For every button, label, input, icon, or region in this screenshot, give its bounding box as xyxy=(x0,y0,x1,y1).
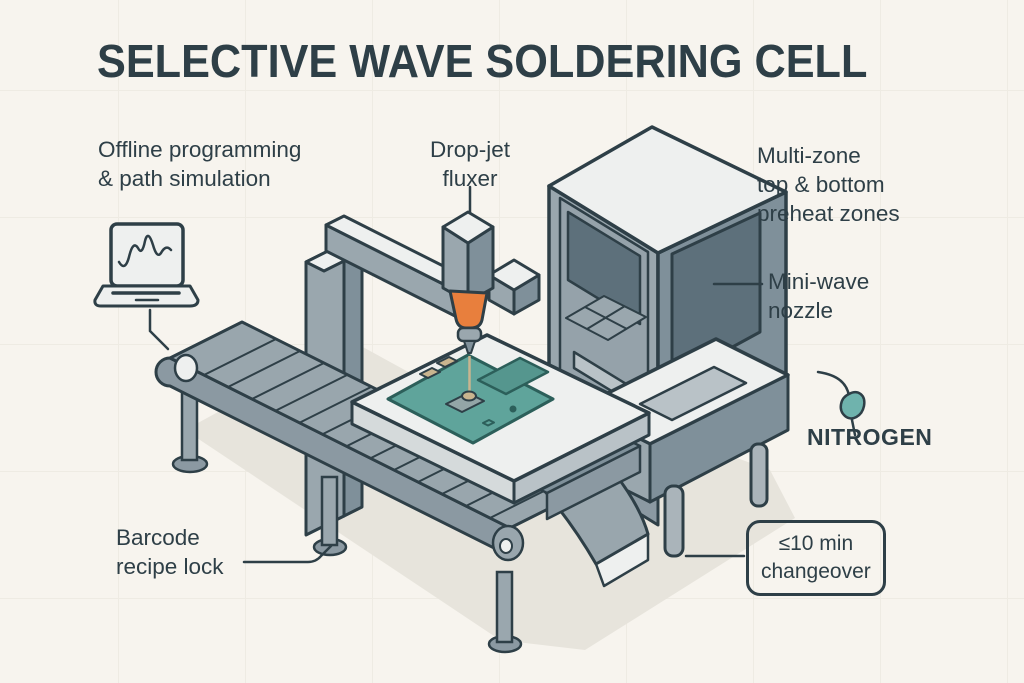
pcb-dot xyxy=(509,405,517,413)
label-line: & path simulation xyxy=(98,166,271,191)
belt-roller-right xyxy=(499,538,513,554)
label-drop-jet-fluxer: Drop-jet fluxer xyxy=(400,135,540,193)
label-line: Offline programming xyxy=(98,137,302,162)
table-leg-front xyxy=(663,484,685,558)
beam-side-box xyxy=(487,258,541,316)
label-line: Mini-wave xyxy=(768,269,870,294)
nitrogen-droplet-tail xyxy=(850,418,857,437)
flux-dot xyxy=(461,390,477,402)
nitrogen-droplet-icon xyxy=(816,370,866,437)
conveyor-leg-end xyxy=(487,570,523,654)
label-line: nozzle xyxy=(768,298,834,323)
laptop-base xyxy=(93,284,200,308)
leader-laptop xyxy=(148,308,170,351)
label-line: Multi-zone xyxy=(757,143,861,168)
preheat-grid-lines xyxy=(584,305,628,330)
pcb-component-tan-2 xyxy=(436,356,458,368)
drop-jet-fluxer-head xyxy=(441,210,495,402)
leader-barcode xyxy=(242,544,333,564)
laptop-waveform-icon xyxy=(93,222,200,308)
label-line: preheat zones xyxy=(757,201,900,226)
label-mini-wave-nozzle: Mini-wave nozzle xyxy=(768,267,869,325)
fluxer-orange-cone xyxy=(448,289,489,330)
changeover-badge: ≤10 min changeover xyxy=(746,520,886,596)
label-line: changeover xyxy=(761,560,871,583)
belt-roller-left xyxy=(173,353,199,383)
mini-wave-window xyxy=(670,211,762,382)
label-line: top & bottom xyxy=(757,172,885,197)
label-line: fluxer xyxy=(442,166,498,191)
table-leg-right xyxy=(749,442,769,508)
label-line: ≤10 min xyxy=(778,532,854,555)
laptop-waveform xyxy=(117,234,173,268)
label-nitrogen: NITROGEN xyxy=(807,424,933,450)
pcb-tiny-pad xyxy=(482,419,495,427)
nitrogen-feed-curve xyxy=(816,370,851,398)
pcb-outline-region xyxy=(476,356,550,396)
page-title: SELECTIVE WAVE SOLDERING CELL xyxy=(97,35,868,87)
belt-front-face xyxy=(154,356,512,558)
label-line: Drop-jet xyxy=(429,137,511,162)
pcb-component-tan-1 xyxy=(419,367,441,379)
table-right-face xyxy=(648,373,790,504)
left-window xyxy=(566,210,642,326)
nitrogen-droplet xyxy=(839,390,866,420)
label-line: recipe lock xyxy=(116,554,224,579)
enclosure-top-face xyxy=(547,125,788,255)
laptop-screen xyxy=(109,222,185,288)
label-barcode-recipe-lock: Barcode recipe lock xyxy=(116,523,224,581)
fluxer-nozzle-cylinder xyxy=(456,326,483,343)
leader-lines xyxy=(148,185,764,564)
label-multi-zone-preheat: Multi-zone top & bottom preheat zones xyxy=(757,141,900,228)
fluxer-needle xyxy=(463,340,476,354)
fluxer-body-top xyxy=(441,210,495,245)
label-offline-programming: Offline programming & path simulation xyxy=(98,135,301,193)
table-slot xyxy=(638,365,748,422)
label-line: Barcode xyxy=(116,525,200,550)
